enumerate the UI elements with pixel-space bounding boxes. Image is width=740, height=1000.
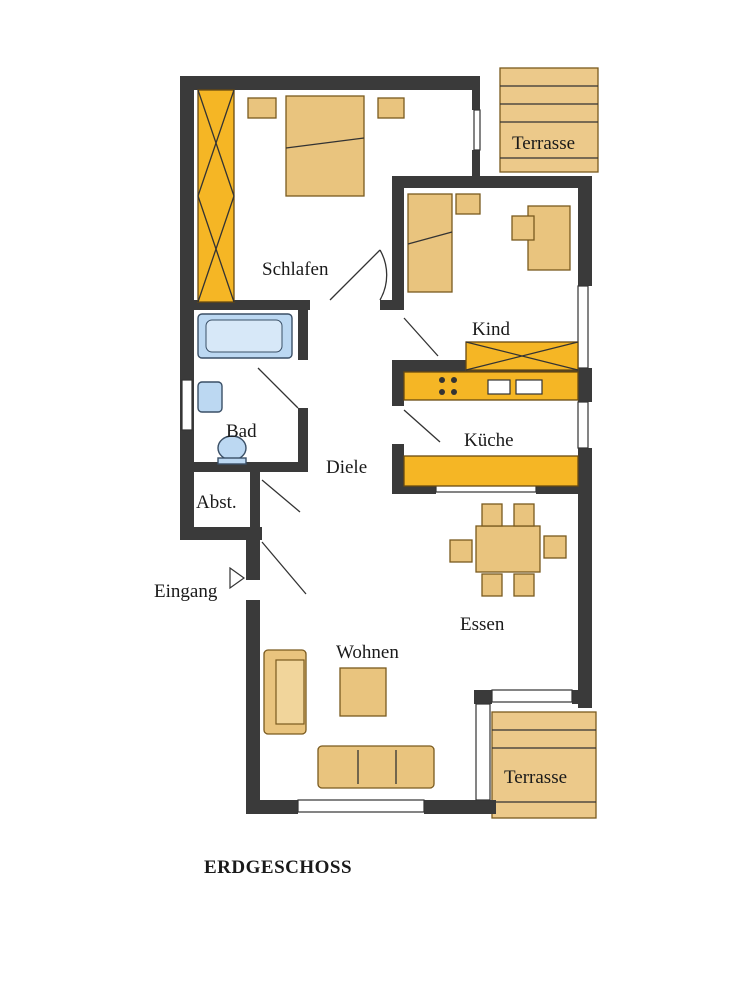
wardrobe bbox=[197, 89, 235, 303]
kitchen-counter bbox=[403, 371, 579, 487]
doors bbox=[229, 249, 441, 595]
living-set bbox=[263, 649, 435, 789]
room-label-terrasse-top: Terrasse bbox=[512, 133, 575, 154]
walls bbox=[180, 76, 592, 814]
terrace-bottom bbox=[491, 711, 597, 819]
terrace-top bbox=[499, 67, 599, 173]
double-bed bbox=[247, 95, 405, 197]
room-label-bad: Bad bbox=[226, 421, 257, 442]
dining-set bbox=[449, 503, 567, 597]
bathroom-fixtures bbox=[197, 313, 293, 465]
room-label-eingang: Eingang bbox=[154, 581, 218, 602]
kid-furniture bbox=[407, 193, 579, 371]
room-label-essen: Essen bbox=[460, 614, 505, 635]
room-label-schlafen: Schlafen bbox=[262, 259, 329, 280]
room-label-diele: Diele bbox=[326, 457, 367, 478]
room-label-terrasse-bottom: Terrasse bbox=[504, 767, 567, 788]
room-label-kind: Kind bbox=[472, 319, 511, 340]
plan-title: ERDGESCHOSS bbox=[204, 857, 352, 878]
windows bbox=[181, 109, 589, 813]
room-label-wohnen: Wohnen bbox=[336, 642, 399, 663]
room-label-kueche: Küche bbox=[464, 430, 514, 451]
room-label-abst: Abst. bbox=[196, 492, 237, 513]
